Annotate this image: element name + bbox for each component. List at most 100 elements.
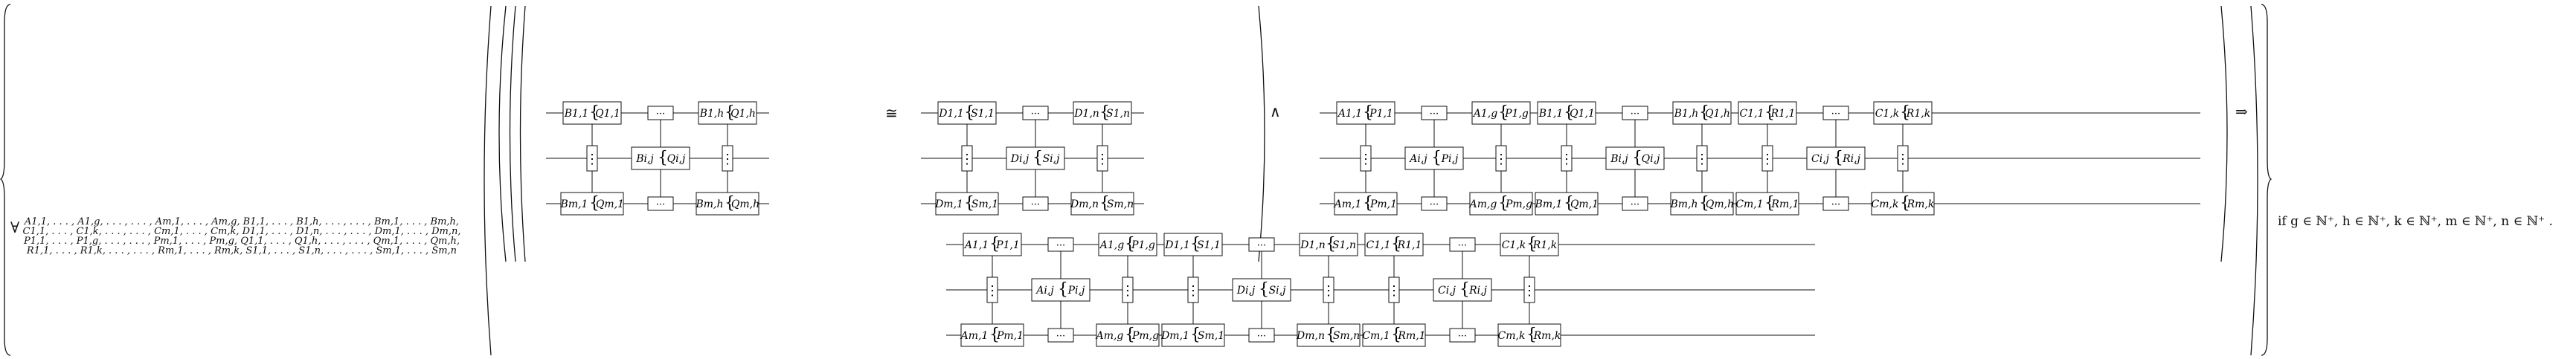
gate-brace: {: [1032, 149, 1043, 167]
gate-brace: {: [1363, 194, 1373, 213]
gate-box: [1404, 146, 1464, 170]
gate-brace: {: [1699, 194, 1709, 213]
gate-brace: {: [1764, 194, 1775, 213]
register-label: P1,1: [995, 239, 1020, 251]
register-label: R1,k: [1532, 239, 1557, 251]
vertical-dots: ⋮: [1523, 283, 1536, 299]
gate-label: D1,n: [1300, 239, 1326, 251]
dots-box: [647, 196, 674, 211]
gate-brace: {: [1764, 103, 1775, 122]
gate-box: [631, 146, 690, 170]
gate-box: [935, 192, 999, 216]
gate-brace: {: [989, 235, 1000, 253]
dots-box: [1622, 106, 1648, 120]
gate-box: [1873, 101, 1933, 125]
gate-box: [1299, 233, 1358, 256]
register-label: Rm,k: [1907, 198, 1935, 210]
gate-brace: {: [964, 194, 974, 213]
gate-brace: {: [1699, 103, 1709, 122]
horizontal-dots: ···: [1056, 240, 1065, 251]
gate-label: Bi,j: [635, 153, 654, 165]
gate-label: Bm,1: [1535, 198, 1563, 210]
horizontal-dots: ···: [1257, 331, 1266, 342]
gate-box: [1161, 323, 1225, 347]
vertical-dots: ⋮: [1121, 283, 1134, 299]
gate-label: Di,j: [1010, 153, 1030, 165]
gate-box: [1605, 146, 1665, 170]
gate-label: B1,h: [1674, 108, 1699, 120]
dots-box: [1047, 237, 1074, 252]
gate-box: [1006, 146, 1065, 170]
gate-label: Dm,1: [1160, 330, 1189, 342]
register-label: Ri,j: [1842, 153, 1860, 165]
register-label: S1,n: [1106, 108, 1130, 120]
gate-box: [562, 101, 622, 125]
vertical-dots: ⋮: [1896, 152, 1909, 167]
variable-line-1: A1,1, . . . , A1,g, . . . , . . . , Am,1…: [24, 216, 460, 227]
gate-label: Cm,1: [1362, 330, 1390, 342]
horizontal-dots: ···: [656, 109, 665, 120]
gate-box: [1073, 101, 1132, 125]
register-label: Q1,h: [730, 108, 756, 120]
vertical-dots: ⋮: [1695, 152, 1709, 167]
horizontal-dots: ···: [1631, 109, 1639, 120]
outer-left-brace: [0, 4, 11, 356]
register-label: P1,g: [1131, 239, 1155, 251]
gate-label: D1,n: [1073, 108, 1099, 120]
horizontal-dots: ···: [1631, 199, 1639, 210]
forall-symbol: ∀: [10, 219, 20, 236]
gate-label: A1,g: [1472, 108, 1497, 120]
gate-box: [1871, 192, 1935, 216]
register-label: Pm,1: [1369, 198, 1397, 210]
gate-label: C1,1: [1740, 108, 1764, 120]
gate-brace: {: [1190, 326, 1201, 344]
gate-label: Am,g: [1468, 198, 1497, 210]
gate-brace: {: [725, 194, 735, 213]
gate-label: Bm,h: [1669, 198, 1697, 210]
register-label: Pi,j: [1067, 285, 1085, 297]
vdots-box: [1388, 276, 1400, 303]
gate-box: [1806, 146, 1866, 170]
variable-list: A1,1, . . . , A1,g, . . . , . . . , Am,1…: [22, 217, 461, 256]
horizontal-dots: ···: [1031, 199, 1040, 210]
gate-box: [1738, 101, 1797, 125]
vdots-box: [1561, 145, 1573, 172]
dots-box: [1449, 328, 1476, 343]
gate-box: [1735, 192, 1799, 216]
dots-box: [1622, 196, 1648, 211]
gate-brace: {: [589, 194, 600, 213]
vdots-box: [1495, 145, 1507, 172]
register-label: Qm,1: [1570, 198, 1599, 210]
vdots-box: [1696, 145, 1708, 172]
gate-label: C1,1: [1366, 239, 1391, 251]
dots-box: [1449, 237, 1476, 252]
gate-label: Dm,n: [1070, 198, 1099, 210]
gate-brace: {: [1363, 103, 1373, 122]
register-label: P1,g: [1504, 108, 1529, 120]
register-label: Sm,n: [1333, 330, 1360, 342]
gate-box: [1297, 323, 1361, 347]
dots-box: [1822, 196, 1849, 211]
brackets: [0, 4, 2273, 356]
register-label: Pm,g: [1505, 198, 1532, 210]
dots-box: [1822, 106, 1849, 120]
gate-box: [1334, 192, 1398, 216]
dots-box: [1047, 328, 1074, 343]
vertical-dots: ⋮: [1387, 283, 1401, 299]
gate-brace: {: [1431, 149, 1442, 167]
gate-box: [1362, 323, 1426, 347]
register-label: Ri,j: [1468, 285, 1487, 297]
gate-label: Am,1: [960, 330, 989, 342]
gate-brace: {: [1190, 235, 1201, 253]
vertical-dots: ⋮: [1322, 283, 1335, 299]
gate-label: A1,g: [1099, 239, 1124, 251]
dots-box: [1421, 196, 1448, 211]
gate-brace: {: [658, 149, 668, 167]
register-label: Pm,g: [1131, 330, 1159, 342]
horizontal-dots: ···: [1458, 240, 1467, 251]
gate-brace: {: [1900, 103, 1910, 122]
result-paren-right: [2250, 5, 2258, 356]
gate-box: [960, 323, 1024, 347]
iso-paren-right: [1258, 5, 1265, 262]
gate-brace: {: [1900, 194, 1910, 213]
